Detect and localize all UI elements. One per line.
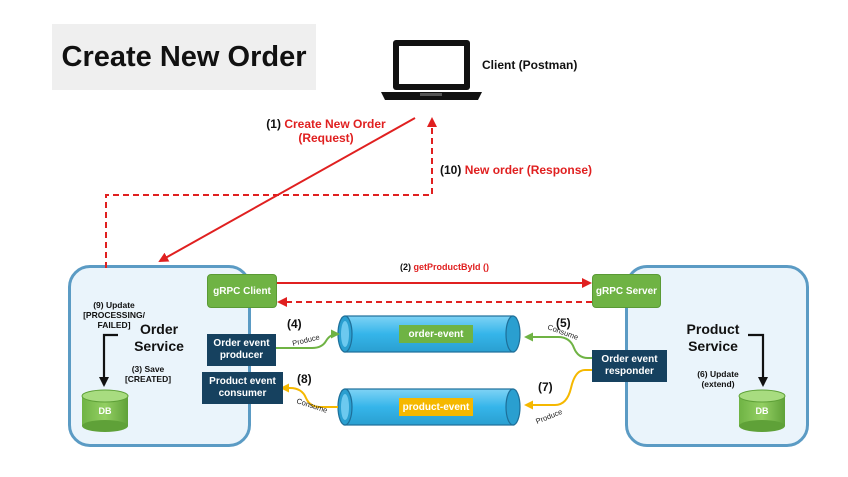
product-service-name-line1: Product [686, 321, 740, 337]
produce-label-4: Produce [291, 332, 320, 347]
step8-number: (8) [297, 372, 312, 386]
product-service-name: Product Service [676, 321, 750, 355]
product-db-icon [738, 389, 786, 432]
order-db-arrow [99, 333, 118, 387]
consume-label-8: Consume [295, 396, 328, 414]
step2-number: (2) [400, 262, 411, 272]
produce-label-7: Produce [534, 407, 563, 426]
product-db-label: DB [755, 406, 769, 416]
grpc-server-box: gRPC Server [592, 274, 661, 308]
order-step9-label: (9) Update [PROCESSING/ FAILED] [83, 300, 145, 330]
product-step6-label: (6) Update (extend) [697, 369, 739, 389]
step1-number: (1) [266, 117, 281, 131]
step10-number: (10) [440, 163, 462, 177]
step5-number: (5) [556, 316, 571, 330]
product-event-label: product-event [399, 398, 473, 416]
order-event-responder-box: Order event responder [592, 350, 667, 382]
step10-label: (10) New order (Response) [440, 163, 592, 177]
order-service-name-line1: Order [139, 321, 179, 337]
step10-text: New order (Response) [464, 163, 593, 177]
product-event-consumer-box: Product event consumer [202, 372, 283, 404]
consume-arrow-5 [524, 332, 592, 359]
step1-text: Create New Order (Request) [284, 117, 386, 145]
order-service-name-line2: Service [134, 338, 184, 354]
product-db-arrow [748, 333, 768, 387]
laptop-icon [381, 40, 482, 100]
page-title: Create New Order [61, 40, 307, 73]
order-service-name: Order Service [124, 321, 194, 355]
step4-number: (4) [287, 317, 302, 331]
produce-arrow-4 [276, 329, 340, 349]
step2-text: getProductById () [413, 262, 490, 272]
order-step3-label: (3) Save [CREATED] [124, 364, 172, 384]
consume-arrow-8 [280, 383, 338, 408]
client-label: Client (Postman) [482, 58, 578, 72]
order-db-label: DB [98, 406, 112, 416]
order-db-icon [81, 389, 129, 432]
title-box: Create New Order [52, 24, 316, 90]
product-service-name-line2: Service [688, 338, 738, 354]
order-event-label: order-event [399, 325, 473, 343]
request-arrow [158, 117, 416, 262]
order-event-topic [337, 315, 521, 353]
step7-number: (7) [538, 380, 553, 394]
order-event-producer-box: Order event producer [207, 334, 276, 366]
step2-label: (2) getProductById () [400, 262, 489, 272]
grpc-client-box: gRPC Client [207, 274, 277, 308]
produce-arrow-7 [524, 369, 592, 410]
response-arrow [105, 117, 437, 268]
step1-label: (1) Create New Order (Request) [262, 117, 390, 145]
